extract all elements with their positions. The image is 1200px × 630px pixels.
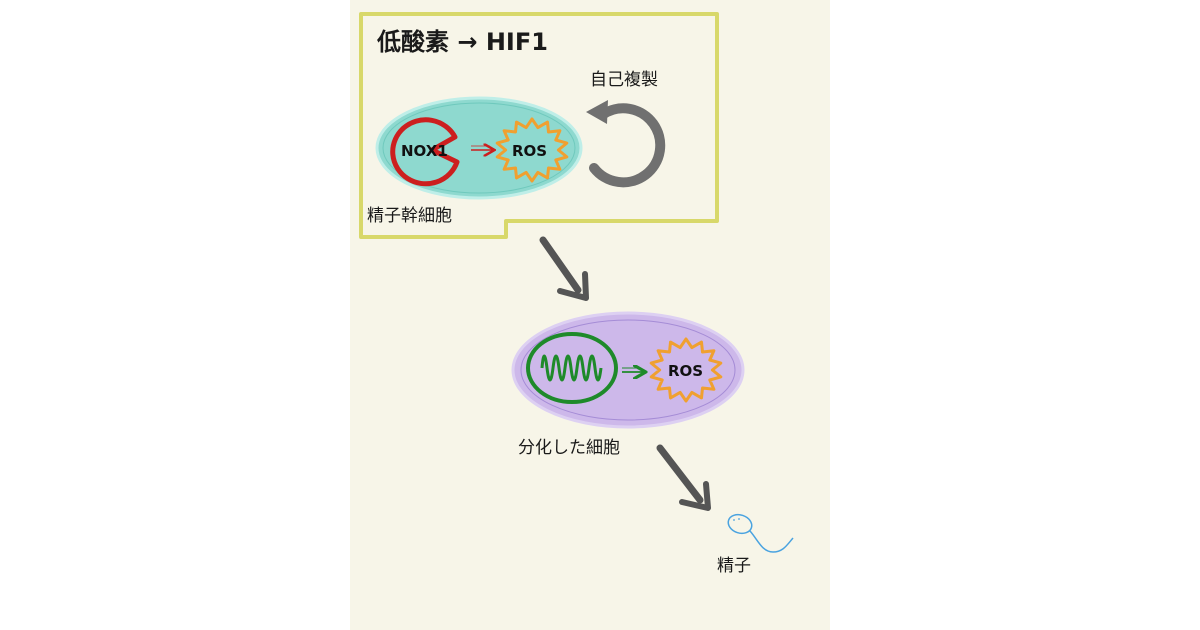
arrow-to-sperm (656, 444, 711, 511)
stem-cell-label: 精子幹細胞 (367, 205, 452, 226)
diagram-canvas: 低酸素 → HIF1 自己複製 NOX1 ROS 精子幹細胞 ROS (350, 0, 830, 630)
arrow-to-differentiated-cell (539, 236, 589, 301)
ros-label-stem: ROS (512, 142, 547, 160)
circular-arrow-icon (586, 100, 666, 188)
nox1-label: NOX1 (401, 142, 448, 160)
hypoxia-region-outline (359, 12, 719, 239)
pacman-shape-icon (390, 117, 460, 187)
ros-label-differentiated: ROS (668, 362, 703, 380)
sperm-label: 精子 (717, 556, 751, 576)
starburst-icon (649, 337, 723, 403)
region-title: 低酸素 → HIF1 (376, 28, 548, 56)
diagram-panel: 低酸素 → HIF1 自己複製 NOX1 ROS 精子幹細胞 ROS (350, 0, 830, 630)
starburst-icon (495, 117, 569, 183)
self-renewal-label: 自己複製 (590, 70, 658, 90)
sperm-icon (727, 513, 794, 553)
mitochondrion-icon (526, 332, 618, 404)
differentiated-cell-label: 分化した細胞 (518, 438, 620, 458)
